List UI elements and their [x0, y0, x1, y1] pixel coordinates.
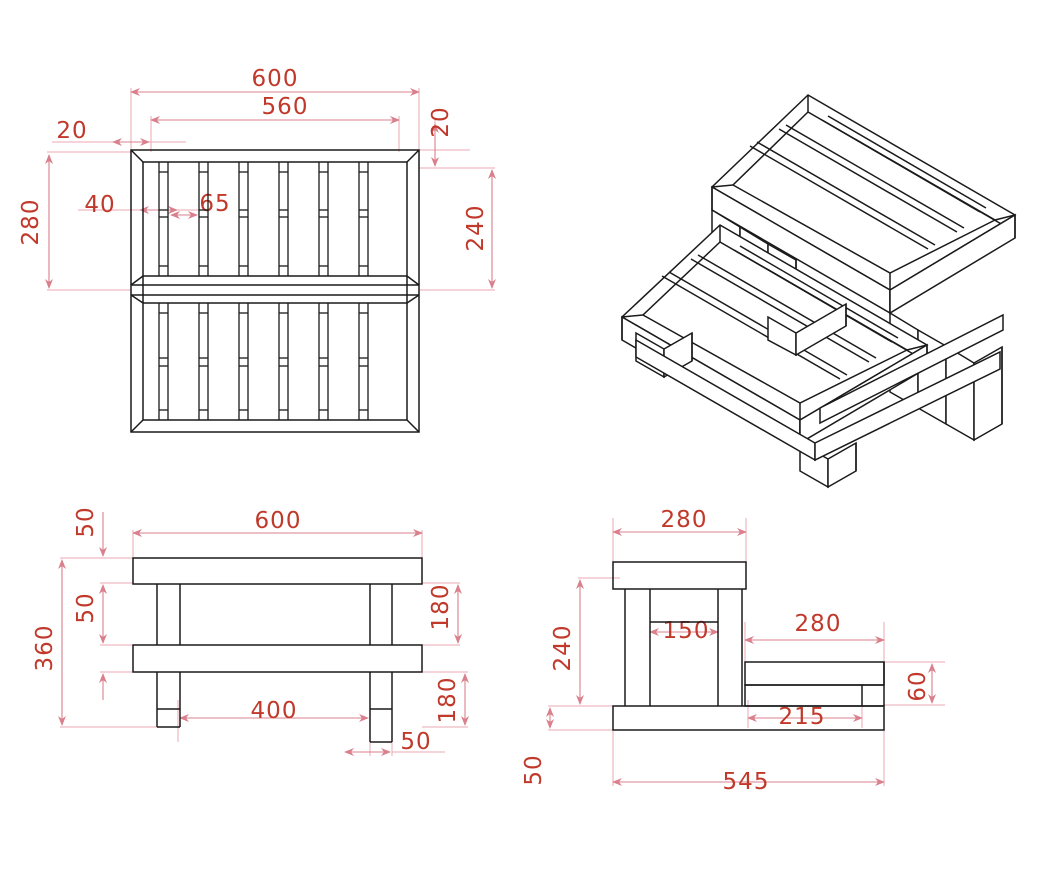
dim-side-base-thickness: 50: [521, 754, 547, 785]
slat: [158, 162, 169, 276]
front-view-outline: [132, 557, 423, 743]
top-view-center-rail: [130, 275, 420, 304]
dim-side-total-depth: 545: [723, 769, 770, 795]
side-base-rail: [612, 705, 885, 731]
isometric-view: [620, 94, 1017, 489]
top-view-lower-slats: [158, 303, 369, 420]
iso-riser: [767, 302, 847, 357]
slat: [158, 303, 169, 420]
dim-top-slat-offset: 40: [84, 192, 115, 218]
dim-top-slat-gap: 65: [199, 191, 230, 217]
iso-upper-slats: [749, 115, 1004, 250]
side-view-dimension-arrows: [546, 528, 936, 786]
slat: [318, 162, 329, 276]
front-mid-board: [132, 644, 423, 673]
slat: [278, 162, 289, 276]
dim-side-top-step-depth: 280: [661, 507, 708, 533]
dim-front-upper-gap: 180: [428, 584, 454, 631]
slat: [238, 162, 249, 276]
slat: [238, 303, 249, 420]
top-view-dimension-arrows: [45, 88, 496, 289]
dim-front-top-board: 50: [73, 506, 99, 537]
dim-front-leg-span: 400: [251, 698, 298, 724]
dim-top-left-frame: 20: [56, 118, 87, 144]
top-view-upper-slats: [158, 162, 369, 276]
front-top-board: [132, 557, 423, 585]
slat: [358, 162, 369, 276]
dim-top-inner-width: 560: [262, 94, 309, 120]
dim-front-total-height: 360: [32, 625, 58, 672]
top-view-outline: [130, 149, 420, 433]
dim-top-overall-width: 600: [252, 66, 299, 92]
front-view-dimension-arrows: [58, 512, 469, 756]
dim-side-top-height: 240: [550, 625, 576, 672]
slat: [198, 162, 209, 276]
dim-side-low-step-depth: 280: [795, 611, 842, 637]
dim-front-mid-board: 50: [73, 592, 99, 623]
side-view: 280 150 240 50 280 215 60 545: [521, 507, 945, 795]
iso-lower-slats: [661, 245, 916, 380]
top-view: 600 560 20 20 280 240 40 65: [18, 66, 496, 433]
side-top-seat: [612, 561, 747, 590]
dim-front-leg-width: 50: [400, 729, 431, 755]
dim-top-lower-depth: 240: [463, 205, 489, 252]
dim-top-right-frame: 20: [428, 106, 454, 137]
dim-front-lower-gap: 180: [435, 677, 461, 724]
iso-base-rails: [635, 313, 1004, 462]
side-view-outline: [612, 561, 885, 731]
slat: [318, 303, 329, 420]
front-view: 600 50 50 360 180 180 400 50: [32, 506, 469, 756]
slat: [198, 303, 209, 420]
dim-front-width: 600: [255, 508, 302, 534]
dim-side-board-thickness: 60: [905, 670, 931, 701]
slat: [278, 303, 289, 420]
dim-top-upper-depth: 280: [18, 199, 44, 246]
dim-side-low-inner: 215: [779, 704, 826, 730]
slat: [358, 303, 369, 420]
